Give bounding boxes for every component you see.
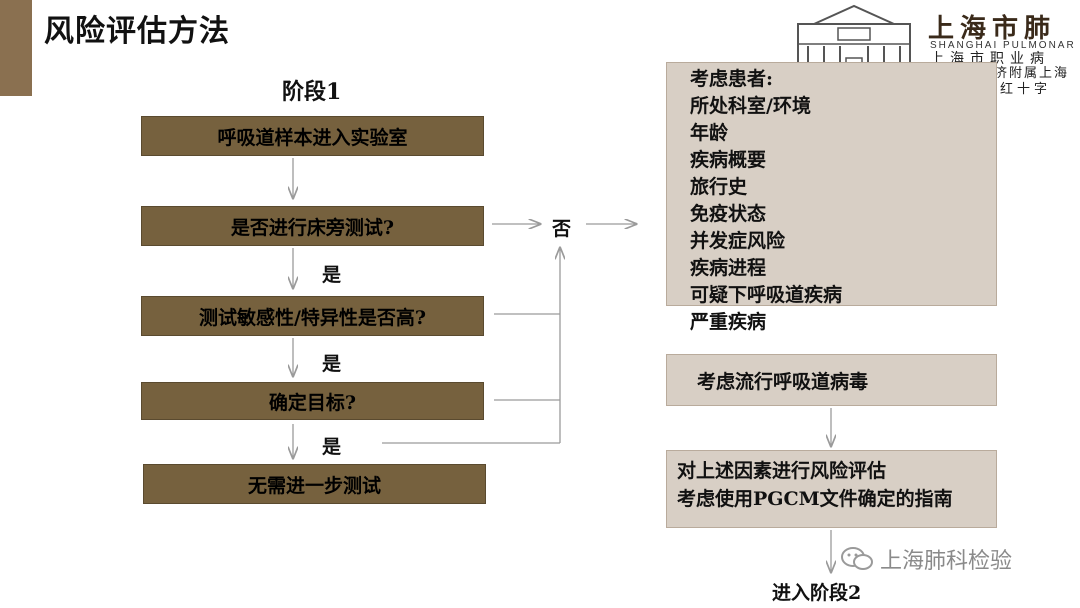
- box-sample-text: 呼吸道样本进入实验室: [217, 126, 408, 149]
- no-label: 否: [552, 218, 572, 240]
- consider-item: 疾病进程: [690, 257, 767, 279]
- slide-title: 风险评估方法: [44, 14, 230, 49]
- consider-item: 严重疾病: [690, 311, 767, 333]
- yes-label-3: 是: [322, 436, 342, 458]
- wechat-icon: [841, 547, 873, 570]
- consider-item: 年龄: [690, 122, 729, 144]
- yes-label-2: 是: [322, 353, 342, 375]
- box-risk-assessment: 对上述因素进行风险评估 考虑使用PGCM文件确定的指南: [666, 450, 997, 528]
- box-consider-patient: [666, 62, 997, 306]
- logo-subtitle-2: 济附属上海: [994, 66, 1070, 81]
- box-bedside-test: 是否进行床旁测试?: [141, 206, 484, 246]
- consider-item: 可疑下呼吸道疾病: [690, 284, 843, 306]
- logo-subtitle-3: 红十字: [1000, 82, 1052, 97]
- consider-item: 所处科室/环境: [690, 95, 811, 117]
- box-bedside-text: 是否进行床旁测试?: [230, 216, 395, 239]
- box-sensitivity-text: 测试敏感性/特异性是否高?: [198, 306, 427, 329]
- box-consider-virus: 考虑流行呼吸道病毒: [666, 354, 997, 406]
- box-sample-enters-lab: 呼吸道样本进入实验室: [141, 116, 484, 156]
- stage2-label: 进入阶段2: [772, 582, 862, 604]
- logo-chinese-name: 上海市肺: [928, 14, 1057, 44]
- consider-patient-list: 考虑患者: 所处科室/环境 年龄 疾病概要 旅行史 免疫状态 并发症风险 疾病进…: [690, 66, 842, 336]
- box-no-test-text: 无需进一步测试: [247, 474, 381, 497]
- consider-virus-text: 考虑流行呼吸道病毒: [697, 370, 869, 393]
- risk-line-1: 对上述因素进行风险评估: [677, 460, 887, 482]
- title-accent-bar: [0, 0, 32, 96]
- watermark: 上海肺科检验: [840, 543, 1012, 575]
- watermark-text: 上海肺科检验: [880, 549, 1013, 574]
- box-determine-target: 确定目标?: [141, 382, 484, 420]
- box-sensitivity-specificity: 测试敏感性/特异性是否高?: [141, 296, 484, 336]
- consider-item: 并发症风险: [690, 230, 786, 252]
- risk-line-2: 考虑使用PGCM文件确定的指南: [677, 488, 953, 510]
- consider-patient-heading: 考虑患者:: [690, 68, 774, 90]
- consider-item: 疾病概要: [690, 149, 767, 171]
- consider-item: 免疫状态: [690, 203, 767, 225]
- consider-item: 旅行史: [690, 176, 748, 198]
- box-no-further-test: 无需进一步测试: [143, 464, 486, 504]
- logo-english-name: SHANGHAI PULMONAR: [930, 40, 1076, 51]
- stage1-label: 阶段1: [282, 79, 342, 105]
- box-target-text: 确定目标?: [268, 391, 357, 414]
- yes-label-1: 是: [322, 264, 342, 286]
